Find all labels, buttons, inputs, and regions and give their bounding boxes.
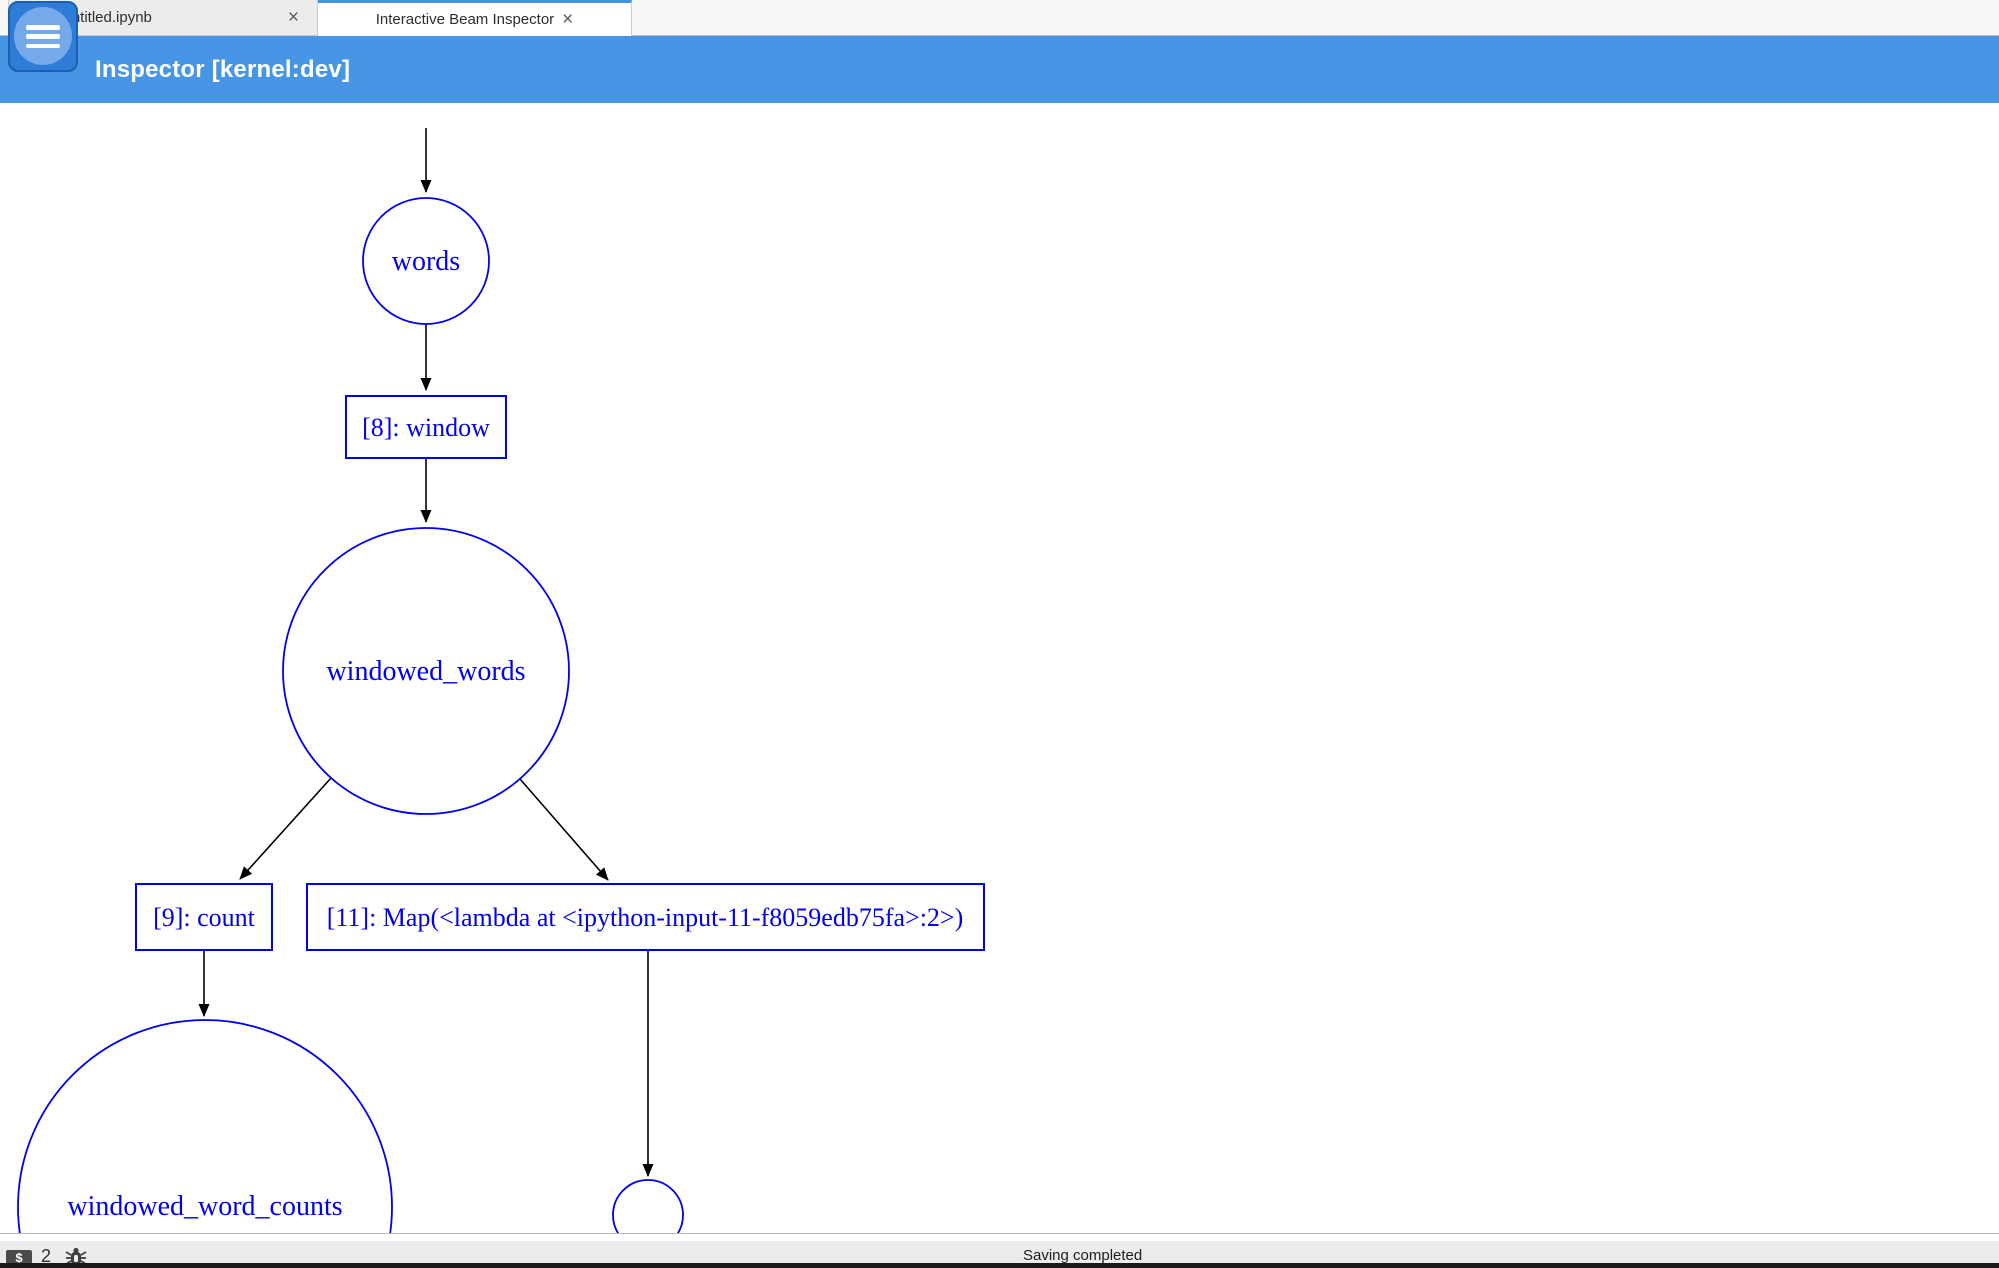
tab-bar: Untitled.ipynb × Interactive Beam Inspec… bbox=[0, 0, 1999, 36]
node-window-transform[interactable]: [8]: window bbox=[345, 395, 507, 459]
window-bottom-edge bbox=[0, 1263, 1999, 1268]
svg-text:[11]: Map(<lambda at <ipython-: [11]: Map(<lambda at <ipython-input-11-f… bbox=[327, 903, 964, 932]
node-map-transform[interactable]: [11]: Map(<lambda at <ipython-input-11-f… bbox=[306, 883, 985, 951]
status-message: Saving completed bbox=[1023, 1247, 1143, 1264]
tab-interactive-beam-inspector[interactable]: Interactive Beam Inspector × bbox=[318, 0, 632, 36]
pipeline-graph-panel: words [8]: window windowed_words [9]: co… bbox=[0, 103, 1999, 1234]
node-windowed-word-counts[interactable]: windowed_word_counts bbox=[17, 1019, 393, 1234]
bug-icon[interactable] bbox=[64, 1247, 88, 1267]
svg-text:words: words bbox=[392, 246, 460, 277]
svg-text:windowed_word_counts: windowed_word_counts bbox=[67, 1191, 342, 1222]
edge-windowed-words-to-map bbox=[519, 778, 609, 881]
node-windowed-words[interactable]: windowed_words bbox=[282, 527, 570, 815]
svg-text:[8]: window: [8]: window bbox=[362, 413, 490, 442]
pipeline-graph: words [8]: window windowed_words [9]: co… bbox=[17, 128, 985, 1234]
menu-toggle-button[interactable] bbox=[8, 1, 78, 72]
tab-label: Untitled.ipynb bbox=[61, 9, 152, 26]
edge-windowed-words-to-count bbox=[239, 777, 332, 880]
node-count-transform[interactable]: [9]: count bbox=[135, 883, 273, 951]
hamburger-icon bbox=[26, 25, 60, 48]
tabbar-left-spacer bbox=[0, 0, 8, 35]
panel-bottom-border bbox=[0, 1233, 1999, 1234]
close-icon[interactable]: × bbox=[287, 7, 299, 28]
close-icon[interactable]: × bbox=[562, 9, 574, 30]
node-words[interactable]: words bbox=[362, 197, 490, 325]
inspector-header: Inspector [kernel:dev] bbox=[0, 36, 1999, 103]
node-anonymous-pcollection[interactable] bbox=[612, 1179, 684, 1234]
terminal-count: 2 bbox=[41, 1246, 52, 1266]
page-title: Inspector [kernel:dev] bbox=[95, 56, 351, 83]
svg-text:windowed_words: windowed_words bbox=[326, 656, 525, 687]
svg-text:[9]: count: [9]: count bbox=[153, 903, 256, 932]
tab-label: Interactive Beam Inspector bbox=[375, 11, 555, 28]
